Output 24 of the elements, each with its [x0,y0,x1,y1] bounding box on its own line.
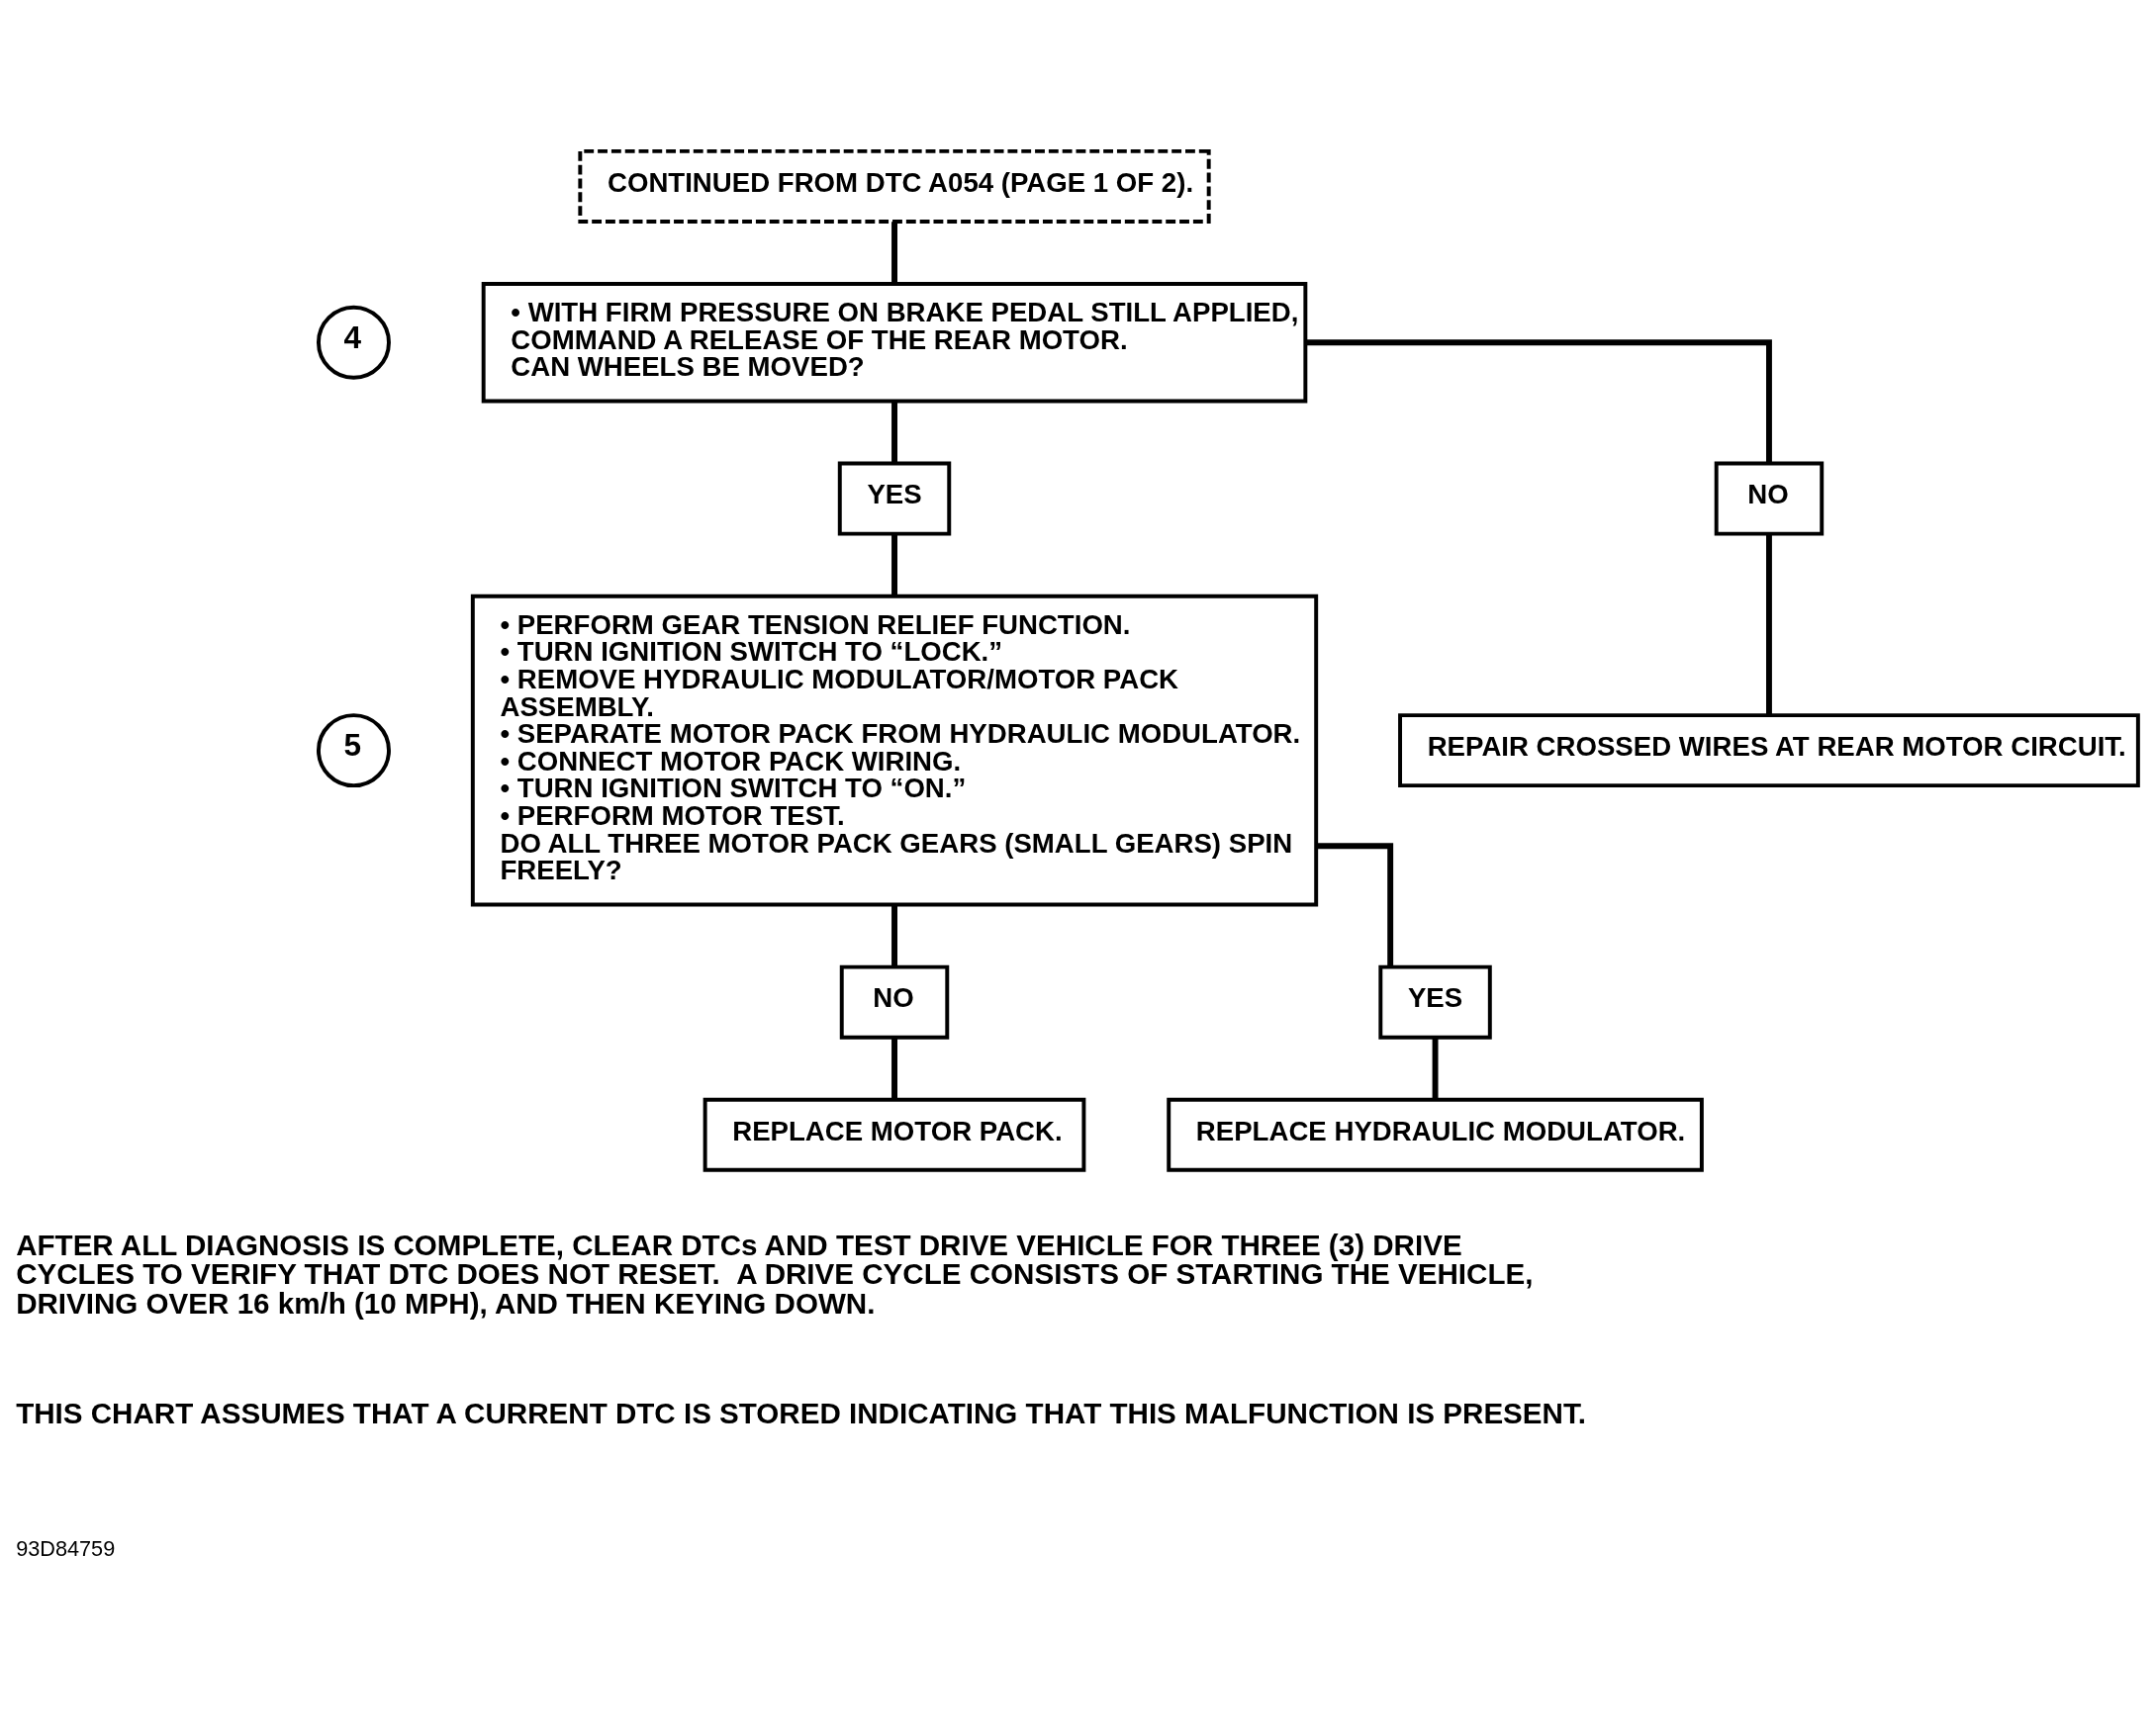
node-circle: 4 [317,305,391,380]
node-box: CONTINUED FROM DTC A054 (PAGE 1 OF 2). [578,148,1211,224]
node-box: NO [1714,461,1825,536]
connector [891,401,897,463]
node-box: NO [839,964,950,1040]
label: 93D84759 [16,1535,116,1561]
node-box: • WITH FIRM PRESSURE ON BRAKE PEDAL STILL APPLIED, COMMAND A RELEASE OF THE REAR MOTOR. CAN WHEELS BE MOVED? [481,281,1308,403]
node-box: REPLACE HYDRAULIC MODULATOR. [1167,1097,1704,1172]
node-box: REPLACE MOTOR PACK. [702,1097,1086,1172]
connector [891,533,897,596]
label: AFTER ALL DIAGNOSIS IS COMPLETE, CLEAR DTCs AND TEST DRIVE VEHICLE FOR THREE (3) DRIVE CYCLES TO VERIFY THAT DTC DOES NOT RESET. A DRIVE CYCLE CONSISTS OF STARTING THE VEHICLE, DRIVING OVER 16 km/h (10 MPH), AND THEN KEYING DOWN. [16,1228,1534,1320]
connector [891,1037,897,1099]
connector [891,221,897,284]
node-box: • PERFORM GEAR TENSION RELIEF FUNCTION. • TURN IGNITION SWITCH TO “LOCK.” • REMOVE HYDRAULIC MODULATOR/MOTOR PACK ASSEMBLY. • SEPARATE MOTOR PACK FROM HYDRAULIC MODULATOR. • CONNECT MOTOR PACK WIRING. • TURN IGNITION SWITCH TO “ON.” • PERFORM MOTOR TEST. DO ALL THREE MOTOR PACK GEARS (SMALL GEARS) SPIN FREELY? [470,594,1319,906]
connector [1305,338,1772,463]
node-box: YES [1378,964,1492,1040]
connector [1316,842,1394,966]
connector [891,904,897,967]
node-circle: 5 [317,712,391,787]
node-box: YES [837,461,952,536]
connector [1432,1037,1439,1099]
node-box: REPAIR CROSSED WIRES AT REAR MOTOR CIRCUIT. [1398,712,2140,787]
label: THIS CHART ASSUMES THAT A CURRENT DTC IS STORED INDICATING THAT THIS MALFUNCTION IS PRESENT. [16,1396,1586,1429]
connector [1766,533,1772,715]
